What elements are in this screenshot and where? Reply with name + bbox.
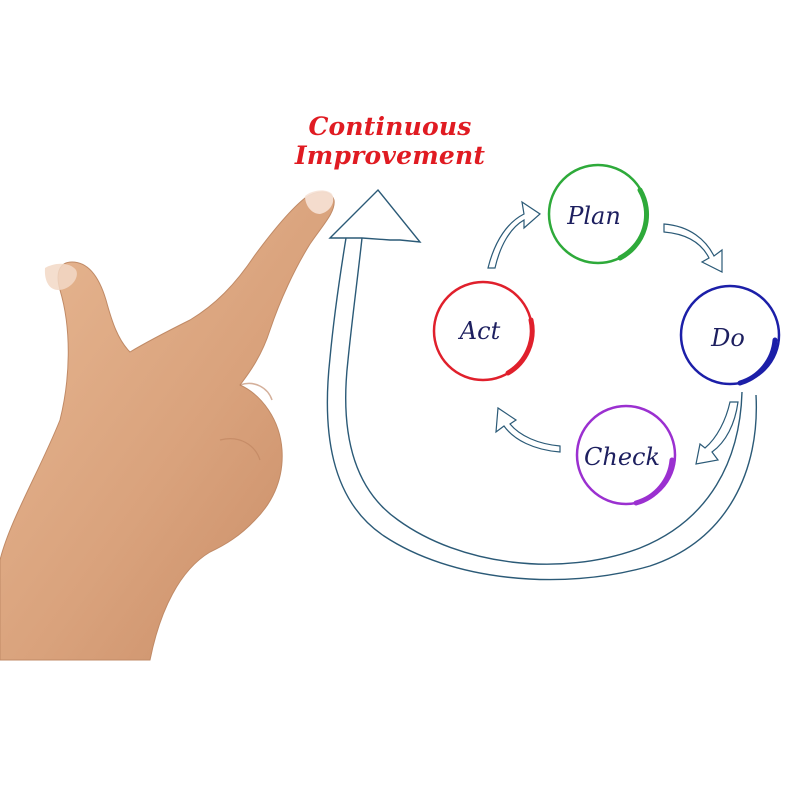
arrow-plan-to-do	[663, 223, 723, 273]
title-line-1: Continuous	[308, 112, 472, 141]
thumb-nail	[44, 263, 77, 290]
diagram-title: Continuous Improvement	[255, 112, 525, 170]
node-act-swoosh	[505, 317, 535, 376]
cycle-arrows	[487, 200, 739, 465]
node-plan-swoosh	[617, 187, 649, 261]
title-line-2: Improvement	[294, 141, 486, 170]
node-label-act: Act	[459, 317, 501, 345]
arrow-check-to-act	[495, 406, 561, 453]
node-check-swoosh	[633, 457, 675, 506]
arrow-do-to-check	[695, 401, 739, 465]
node-label-check: Check	[583, 443, 661, 471]
continuous-improvement-arrow	[326, 188, 758, 581]
pointing-hand-illustration	[0, 190, 335, 661]
knuckle-line-2	[219, 438, 261, 461]
node-label-do: Do	[711, 324, 745, 352]
index-fingernail	[305, 190, 334, 214]
node-label-plan: Plan	[567, 202, 621, 230]
cycle-nodes	[432, 163, 781, 506]
node-do-swoosh	[737, 337, 778, 386]
arrow-act-to-plan	[487, 200, 541, 269]
node-do-circle	[679, 284, 781, 386]
node-check-circle	[575, 404, 677, 506]
knuckle-line	[239, 382, 273, 401]
hand-shape	[0, 191, 335, 661]
